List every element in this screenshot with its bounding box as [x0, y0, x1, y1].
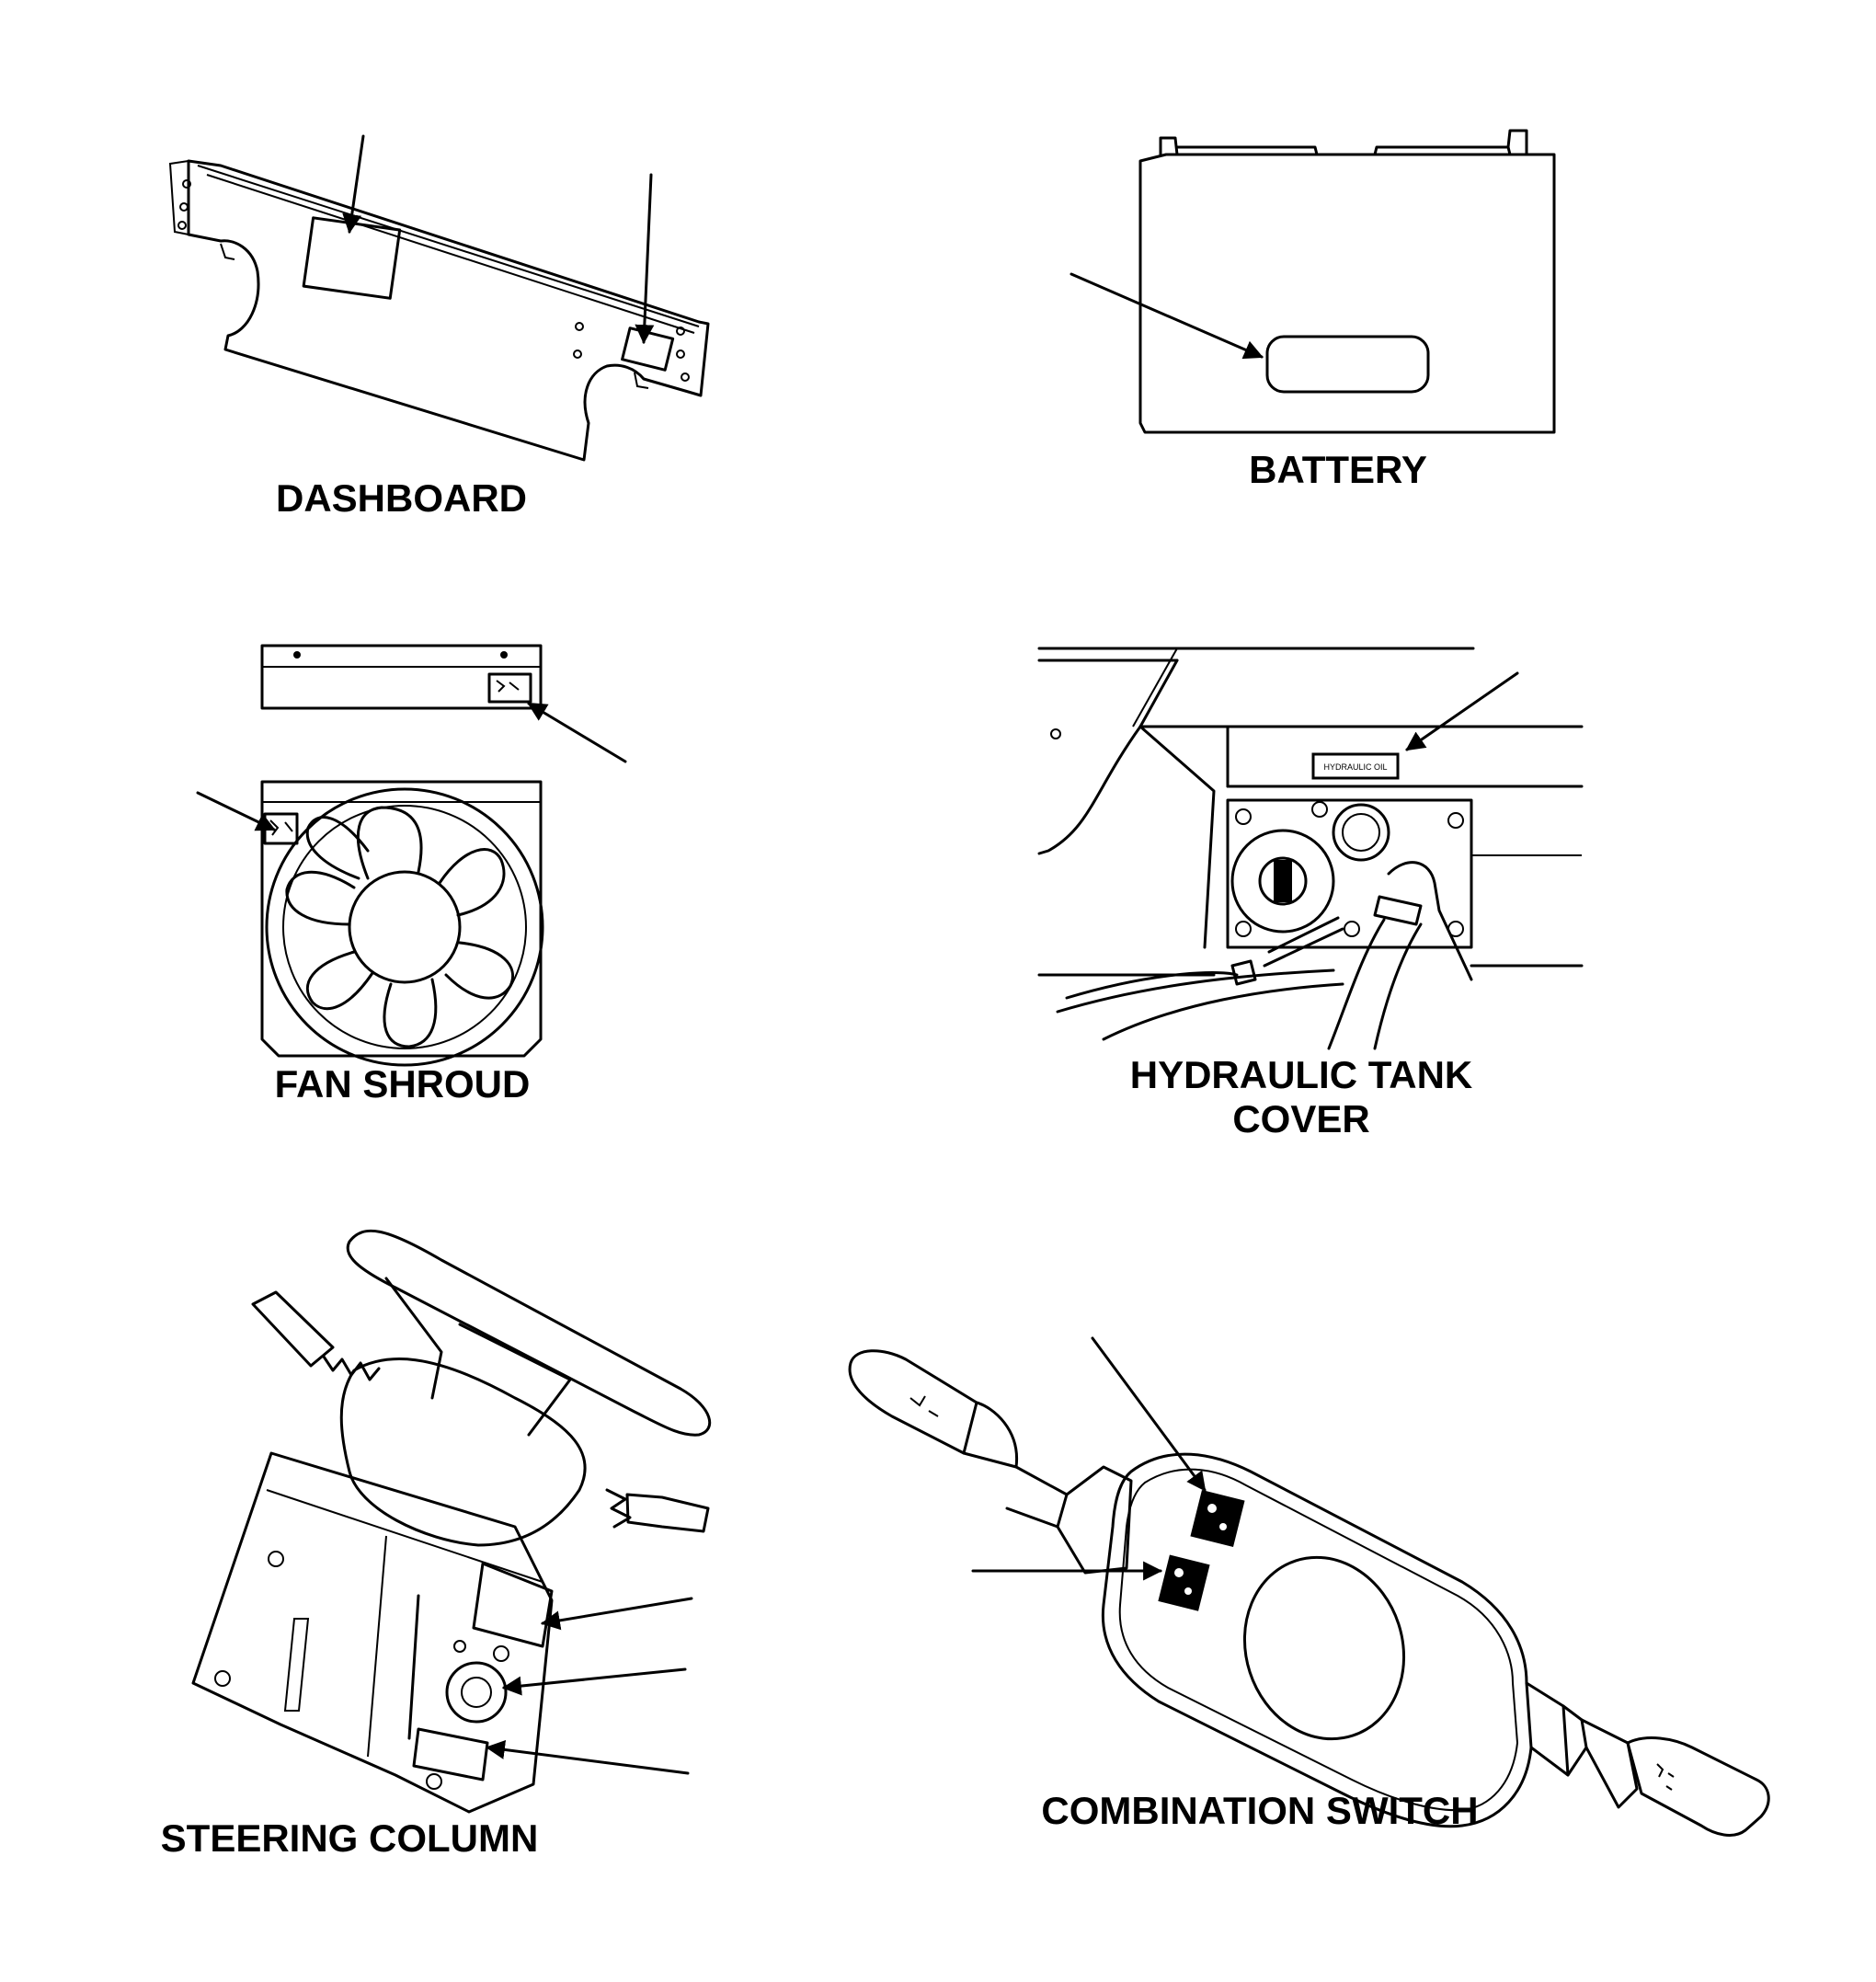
leader-arrow — [635, 173, 655, 345]
switch-decal-upper — [1190, 1489, 1245, 1548]
steering-wheel-rim — [346, 1229, 712, 1437]
hydraulic-oil-decal — [1311, 752, 1400, 780]
leader-arrow — [527, 702, 627, 763]
column-decal-upper — [472, 1562, 554, 1648]
battery-decal — [1265, 335, 1430, 394]
leader-arrow — [540, 1597, 693, 1631]
column-shroud — [191, 1451, 554, 1814]
left-stalk-lever — [251, 1290, 335, 1368]
dashboard-decal-left — [302, 216, 402, 300]
right-stalk-lever — [625, 1493, 710, 1533]
combination-switch-drawing — [848, 1336, 1770, 1837]
filler-cap — [1230, 829, 1335, 934]
dashboard-decal-right — [621, 327, 675, 372]
fan-ring — [265, 787, 544, 1067]
battery-drawing — [1070, 129, 1556, 434]
fan-shroud-caption: FAN SHROUD — [274, 1062, 531, 1106]
fan-hub — [348, 870, 462, 984]
hydraulic-oil-decal-text: HYDRAULIC OIL — [1323, 762, 1387, 772]
switch-decal-lower — [1158, 1554, 1210, 1611]
steering-column-drawing — [191, 1229, 712, 1814]
battery-caption: BATTERY — [1249, 448, 1427, 491]
fan-shroud-drawing — [196, 644, 627, 1067]
leader-arrow — [196, 791, 276, 831]
leader-arrow — [1405, 671, 1519, 751]
switch-body — [1101, 1452, 1533, 1828]
steering-column-caption: STEERING COLUMN — [160, 1816, 539, 1860]
ignition-switch — [445, 1661, 508, 1724]
leader-arrow — [1070, 272, 1264, 360]
hydraulic-tank-cover-drawing: HYDRAULIC OIL — [1037, 647, 1584, 1050]
fan-blades — [285, 806, 514, 1048]
switch-center-boss — [1242, 1555, 1406, 1741]
breather — [1332, 803, 1390, 862]
steering-hub — [339, 1358, 587, 1547]
hydraulic-tank-cover-caption-line1: HYDRAULIC TANK — [1129, 1053, 1473, 1096]
leader-arrow — [501, 1667, 687, 1696]
dashboard-caption: DASHBOARD — [276, 476, 527, 520]
leader-arrow — [1091, 1336, 1207, 1492]
shroud-top-decal — [487, 672, 532, 704]
combination-switch-caption: COMBINATION SWITCH — [1041, 1789, 1479, 1832]
switch-lever-tip — [848, 1349, 978, 1455]
switch-rotary-end — [1626, 1736, 1770, 1837]
leader-arrow — [342, 134, 365, 235]
column-decal-lower — [412, 1727, 489, 1782]
leader-arrow — [485, 1739, 690, 1775]
dashboard-drawing — [168, 134, 710, 462]
hydraulic-tank-cover-caption-line2: COVER — [1232, 1097, 1370, 1140]
